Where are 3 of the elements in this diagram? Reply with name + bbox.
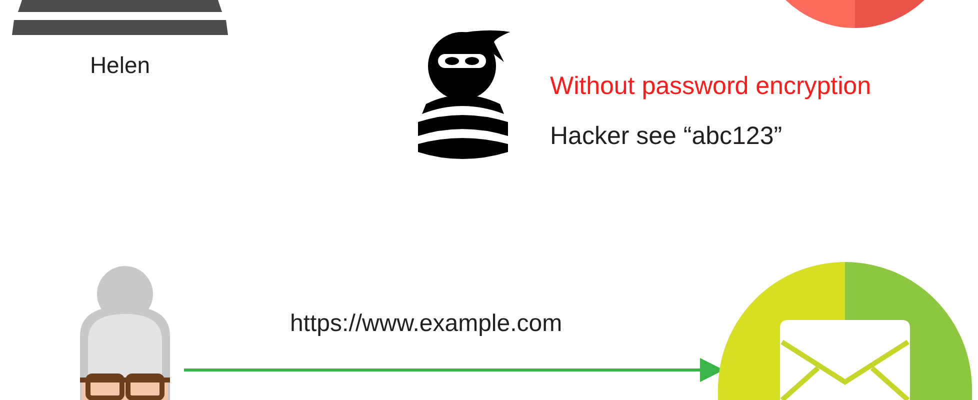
caption-text: Hacker see “abc123” <box>550 121 782 152</box>
warning-text: Without password encryption <box>550 71 871 102</box>
person-name: Helen <box>88 51 152 80</box>
